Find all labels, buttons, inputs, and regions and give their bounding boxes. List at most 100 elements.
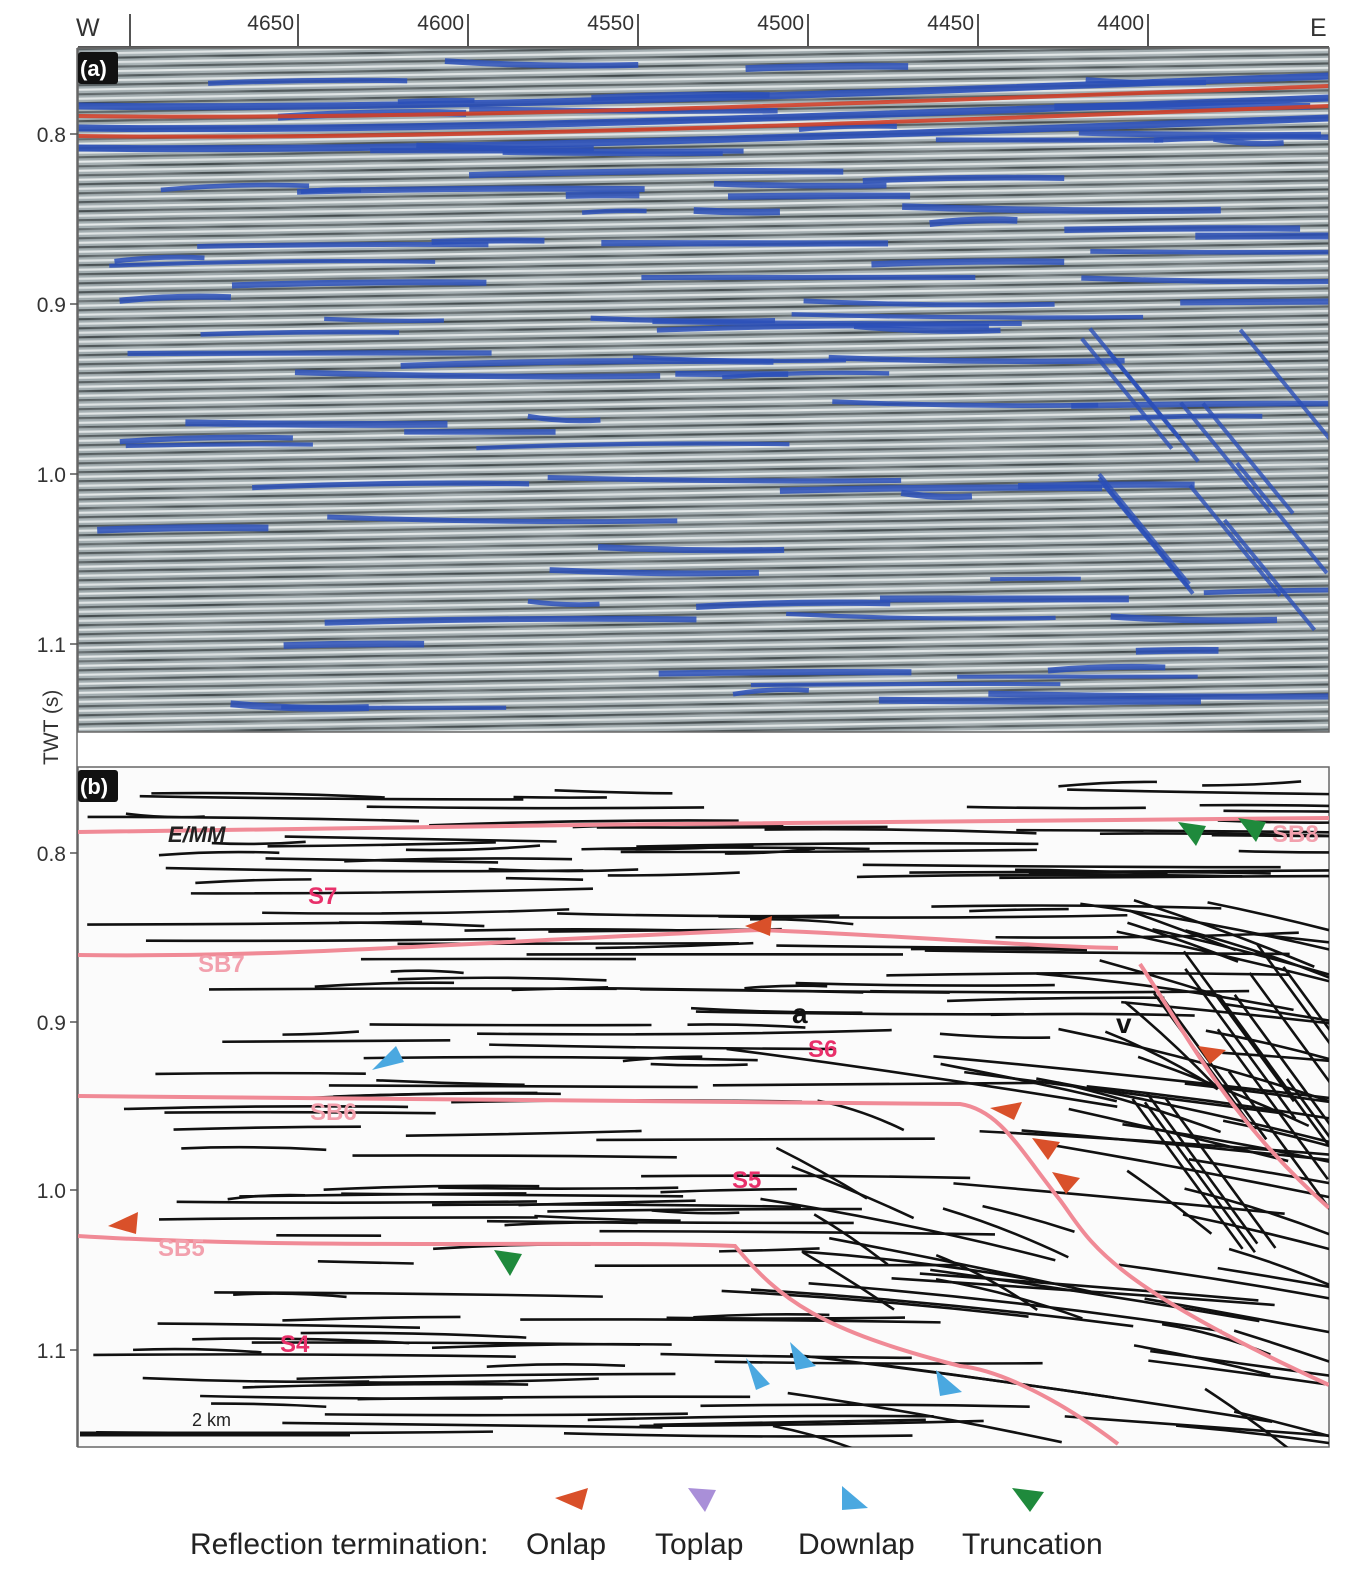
reflector-line [910,947,1088,952]
top-tick-label: 4550 [587,12,634,35]
legend-label-toplap: Toplap [655,1528,743,1561]
reflector-line [239,1192,527,1198]
reflector-line [333,1092,561,1098]
reflector-line [151,791,385,799]
reflector-line [1148,1359,1329,1386]
reflector-line [173,1125,361,1131]
reflector-line [376,1078,525,1087]
y-tick-label: 1.1 [37,634,66,657]
reflector-line [1184,968,1297,1120]
reflector-line [744,984,828,990]
reflector-line [660,1352,912,1360]
reflector-line [724,847,816,855]
reflector-line [397,976,607,982]
seismic-reflector [1135,646,1219,655]
reflector-line [1216,1028,1329,1180]
reflector-line [594,1263,962,1267]
reflector-line [1143,1101,1256,1254]
reflector-line [808,1282,1222,1333]
seismic-reflector [652,318,1022,327]
seismic-reflector [327,514,678,525]
feature-label-a: a [792,998,808,1029]
panel-b-interpretation: (b) E/MM S7 SB7 S6 SB6 S5 SB5 S4 SB8 a v… [77,766,1330,1448]
seismic-reflector [693,207,780,216]
reflector-line [760,1197,1056,1262]
reflector-line [1217,1266,1329,1289]
reflector-line [328,1084,698,1089]
seismic-reflector [444,58,639,69]
legend-item-downlap: Downlap [798,1486,915,1561]
seismic-reflector [200,329,400,337]
seismic-reflector [1213,136,1284,147]
seismic-reflector [527,598,600,608]
reflector-line [1217,819,1329,824]
reflector-line [282,1421,663,1429]
reflector-line [1182,950,1295,1103]
seismic-reflector [828,354,1125,365]
toplap-arrow-icon [688,1488,716,1512]
reflector-line [931,904,1222,910]
seismic-reflector [476,441,790,451]
reflector-line [251,1341,641,1346]
seismic-reflector [78,94,1329,133]
y-tick-label: 0.8 [37,843,66,866]
reflector-line [1185,929,1329,979]
seismic-reflector [252,480,530,491]
seismic-reflector [732,687,810,697]
seismic-reflector [990,576,1081,582]
seismic-reflector [1188,484,1282,597]
seismic-reflector [119,434,293,445]
y-tick-label: 1.0 [37,1180,66,1203]
horizon-line [78,927,1119,958]
reflector-line [964,1070,1283,1115]
downlap-arrow-icon [842,1486,868,1510]
termination-arrow-icon [494,1250,522,1276]
reflector-line [477,1028,892,1036]
reflector-line [802,1251,895,1311]
seismic-reflector [1201,402,1295,515]
reflector-line [982,1204,1075,1233]
reflector-line [563,1431,913,1438]
horizon-label-s7: S7 [308,883,337,910]
reflector-line [653,1418,926,1427]
seismic-reflector [1110,613,1278,624]
reflector-line [369,1023,652,1027]
top-tick-label: 4450 [927,12,974,35]
reflector-line [520,1318,941,1324]
reflector-line [429,819,739,827]
reflector-line [282,1315,461,1322]
reflector-line [1044,1142,1329,1199]
seismic-reflector [78,114,1329,153]
seismic-reflector [549,567,759,577]
reflector-line [366,805,705,810]
reflector-line [489,1043,837,1051]
reflector-line [352,1154,677,1159]
termination-arrow-icon [745,916,772,936]
reflector-line [607,871,740,877]
seismic-reflector [1090,249,1329,255]
truncation-arrow-icon [1012,1488,1044,1512]
reflector-line [795,981,1055,987]
seismic-reflector [862,174,1065,184]
reflector-line [1126,1169,1213,1235]
y-tick-label: 0.9 [37,294,66,317]
seismic-reflector [296,185,645,195]
termination-arrow-icon [746,1358,770,1390]
reflector-line [339,921,485,928]
seismic-reflector [431,237,545,245]
reflector-line [554,789,673,795]
horizon-label-s4: S4 [280,1331,310,1358]
seismic-reflector [1222,518,1317,632]
reflector-line [721,1289,1029,1318]
reflector-line [1067,788,1329,796]
reflector-line [314,981,455,988]
reflector-line [123,1104,409,1111]
seismic-reflector [597,544,785,554]
seismic-reflector [114,254,205,264]
termination-arrow-icon [1052,1172,1080,1194]
top-tick-label: 4650 [247,12,294,35]
horizon-line [78,816,1329,834]
reflector-line [518,1199,696,1207]
